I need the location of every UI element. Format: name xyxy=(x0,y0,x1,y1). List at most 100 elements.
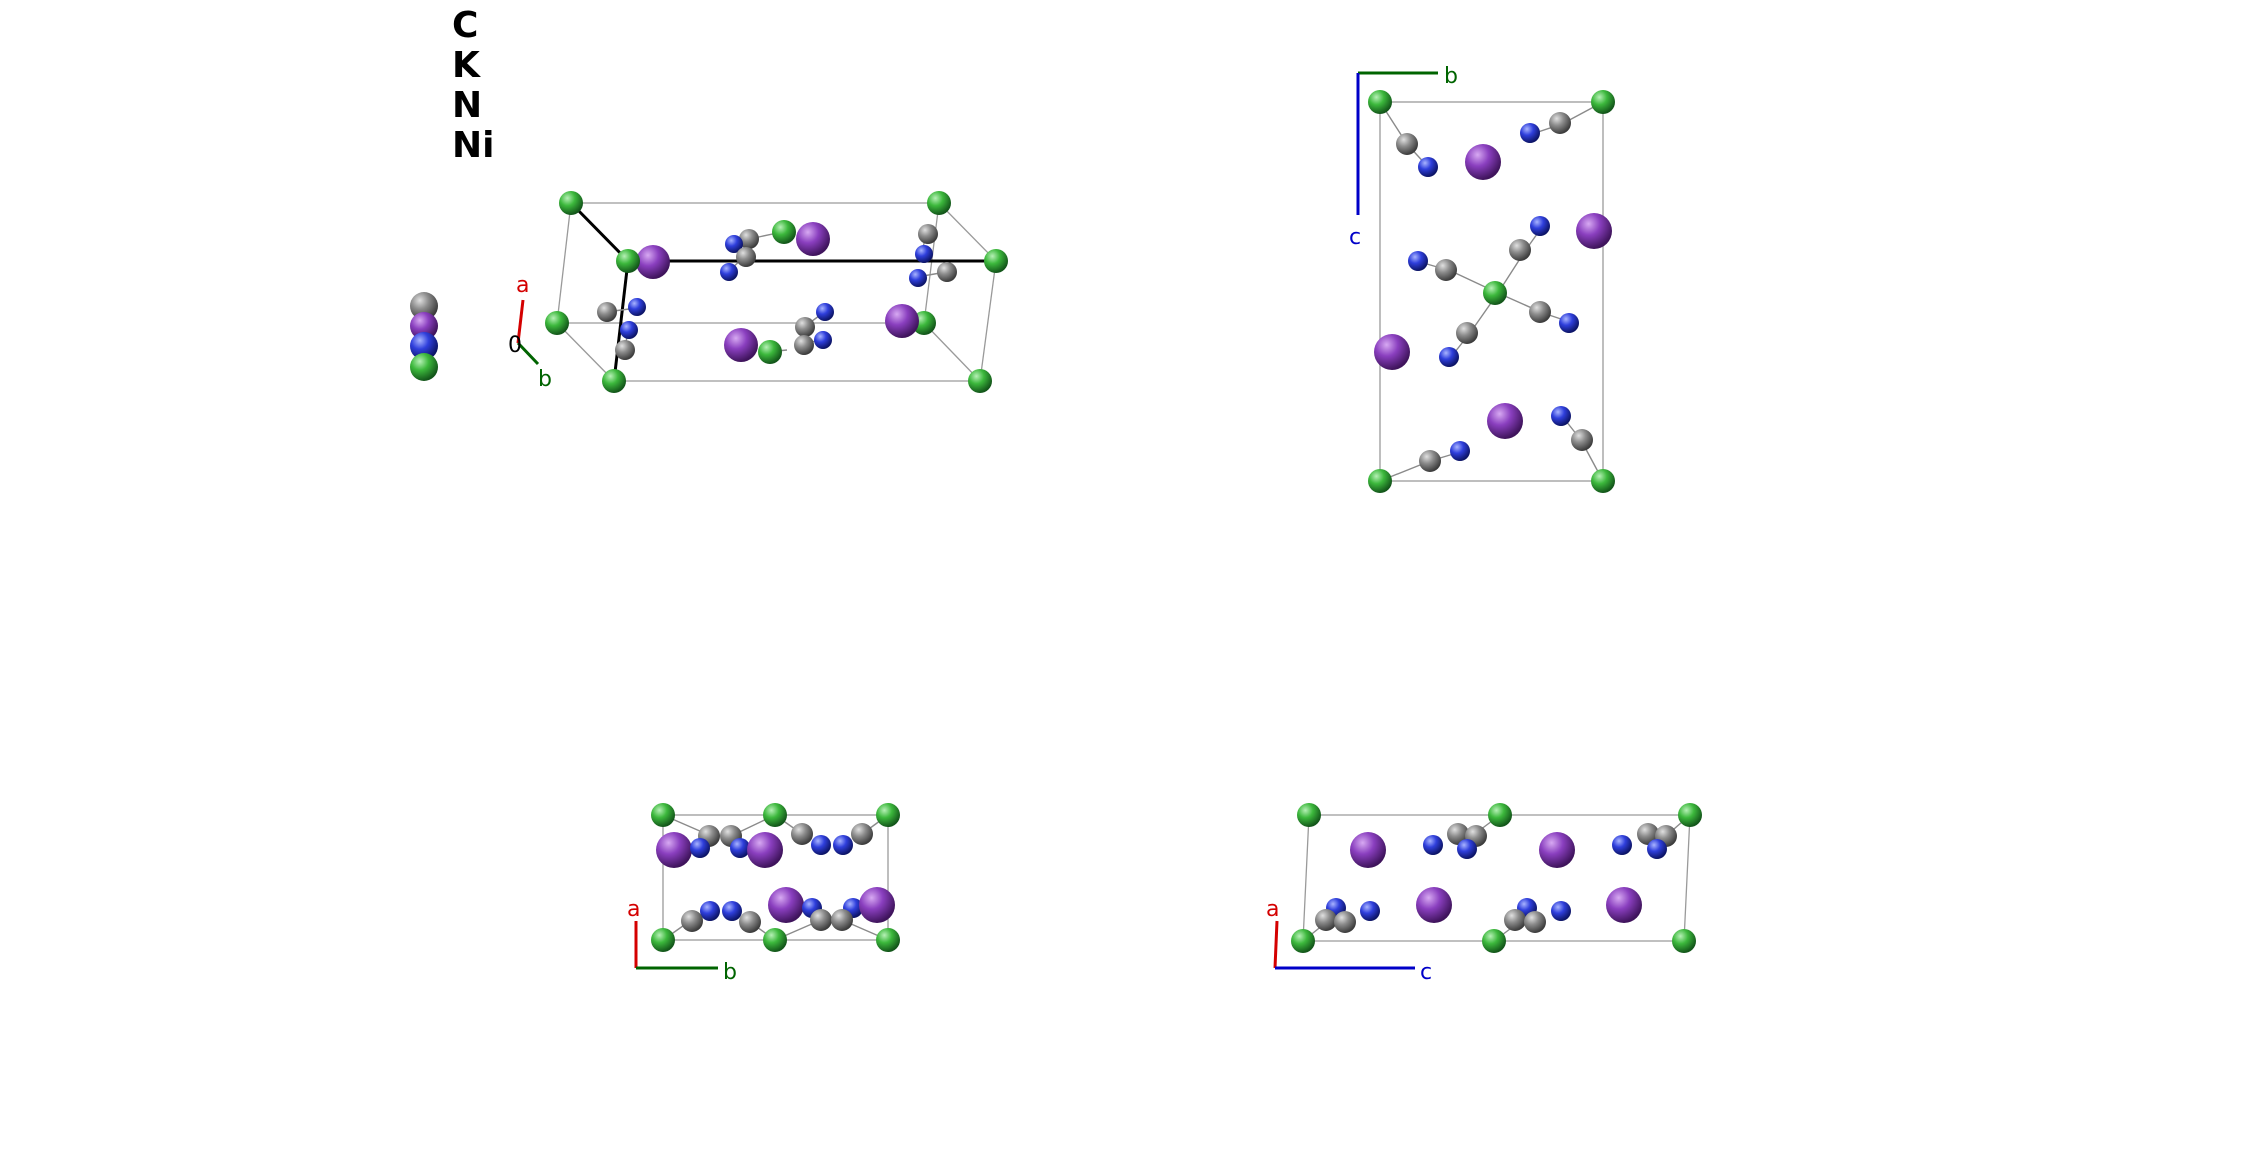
atom-n xyxy=(1612,835,1632,855)
atom-k xyxy=(636,245,670,279)
atom-k xyxy=(1416,887,1452,923)
atom-ni xyxy=(1297,803,1321,827)
atom-ni xyxy=(772,220,796,244)
atom-c xyxy=(1334,911,1356,933)
atom-n xyxy=(1647,839,1667,859)
atom-c xyxy=(1549,112,1571,134)
atom-k xyxy=(724,328,758,362)
atom-ni xyxy=(1291,929,1315,953)
atom-ni xyxy=(876,928,900,952)
atom-n xyxy=(1559,313,1579,333)
atom-k xyxy=(768,887,804,923)
atom-c xyxy=(736,247,756,267)
atom-c xyxy=(1435,259,1457,281)
legend-swatch-ni xyxy=(410,353,438,381)
atom-n xyxy=(909,269,927,287)
atom-n xyxy=(1418,157,1438,177)
axis-label-origin: 0 xyxy=(508,333,522,358)
atom-ni xyxy=(758,340,782,364)
axis-label-a: a xyxy=(627,897,640,922)
atom-ni xyxy=(1591,90,1615,114)
axis-label-b: b xyxy=(538,367,552,392)
atom-ni xyxy=(559,191,583,215)
atom-k xyxy=(859,887,895,923)
atom-n xyxy=(816,303,834,321)
atom-c xyxy=(1524,911,1546,933)
atom-ni xyxy=(545,311,569,335)
atoms xyxy=(1291,803,1702,953)
atom-c xyxy=(681,910,703,932)
atom-k xyxy=(1487,403,1523,439)
element-legend: C K N Ni xyxy=(452,6,494,166)
atom-c xyxy=(1529,301,1551,323)
axis-label-a: a xyxy=(1266,897,1279,922)
atom-c xyxy=(794,335,814,355)
atom-c xyxy=(615,340,635,360)
legend-label-c: C xyxy=(452,5,479,46)
atom-ni xyxy=(1678,803,1702,827)
atom-ni xyxy=(651,803,675,827)
atom-k xyxy=(747,832,783,868)
atom-n xyxy=(1423,835,1443,855)
atom-n xyxy=(628,298,646,316)
atom-n xyxy=(1520,123,1540,143)
atom-ni xyxy=(616,249,640,273)
atom-n xyxy=(811,835,831,855)
atom-k xyxy=(885,304,919,338)
view-ac-projection: a c xyxy=(1266,803,1702,985)
atom-ni xyxy=(651,928,675,952)
unit-cell-box xyxy=(1379,101,1604,482)
atom-c xyxy=(1571,429,1593,451)
atom-c xyxy=(1504,909,1526,931)
axis-label-a: a xyxy=(516,273,529,298)
atoms xyxy=(651,803,900,952)
unit-cell-front-edges xyxy=(569,201,996,382)
atom-c xyxy=(1456,322,1478,344)
atom-c xyxy=(810,909,832,931)
atom-n xyxy=(1408,251,1428,271)
legend-label-ni: Ni xyxy=(452,125,495,166)
legend-swatch-c xyxy=(410,292,438,320)
atom-k xyxy=(1374,334,1410,370)
atom-ni xyxy=(1368,90,1392,114)
axis-triad: a b xyxy=(627,897,737,985)
atom-k xyxy=(1576,213,1612,249)
atom-ni xyxy=(1483,281,1507,305)
atom-c xyxy=(791,823,813,845)
atoms xyxy=(545,191,1008,393)
atom-c xyxy=(831,909,853,931)
atom-k xyxy=(796,222,830,256)
atom-k xyxy=(1606,887,1642,923)
atom-c xyxy=(597,302,617,322)
atom-c xyxy=(1419,450,1441,472)
atom-c xyxy=(1396,133,1418,155)
atom-n xyxy=(915,245,933,263)
axis-label-b: b xyxy=(1444,64,1458,89)
atom-ni xyxy=(1591,469,1615,493)
atom-ni xyxy=(876,803,900,827)
atom-n xyxy=(620,321,638,339)
atom-ni xyxy=(1482,929,1506,953)
atom-n xyxy=(814,331,832,349)
atom-n xyxy=(722,901,742,921)
atom-k xyxy=(1465,144,1501,180)
axis-triad: b c xyxy=(1349,64,1458,250)
view-bc-projection: b c xyxy=(1349,64,1615,493)
legend-label-n: N xyxy=(452,85,483,126)
atom-c xyxy=(851,823,873,845)
atom-c xyxy=(1315,909,1337,931)
atom-ni xyxy=(984,249,1008,273)
atom-ni xyxy=(1488,803,1512,827)
atom-n xyxy=(1457,839,1477,859)
atom-ni xyxy=(1672,929,1696,953)
atom-n xyxy=(690,838,710,858)
atom-c xyxy=(1447,823,1469,845)
axis-label-c: c xyxy=(1420,960,1432,985)
atom-ni xyxy=(763,928,787,952)
perspective-view: a b 0 xyxy=(508,191,1008,393)
atom-n xyxy=(700,901,720,921)
atom-c xyxy=(1637,823,1659,845)
atom-n xyxy=(725,235,743,253)
atom-c xyxy=(739,229,759,249)
axis-triad: a c xyxy=(1266,897,1432,985)
